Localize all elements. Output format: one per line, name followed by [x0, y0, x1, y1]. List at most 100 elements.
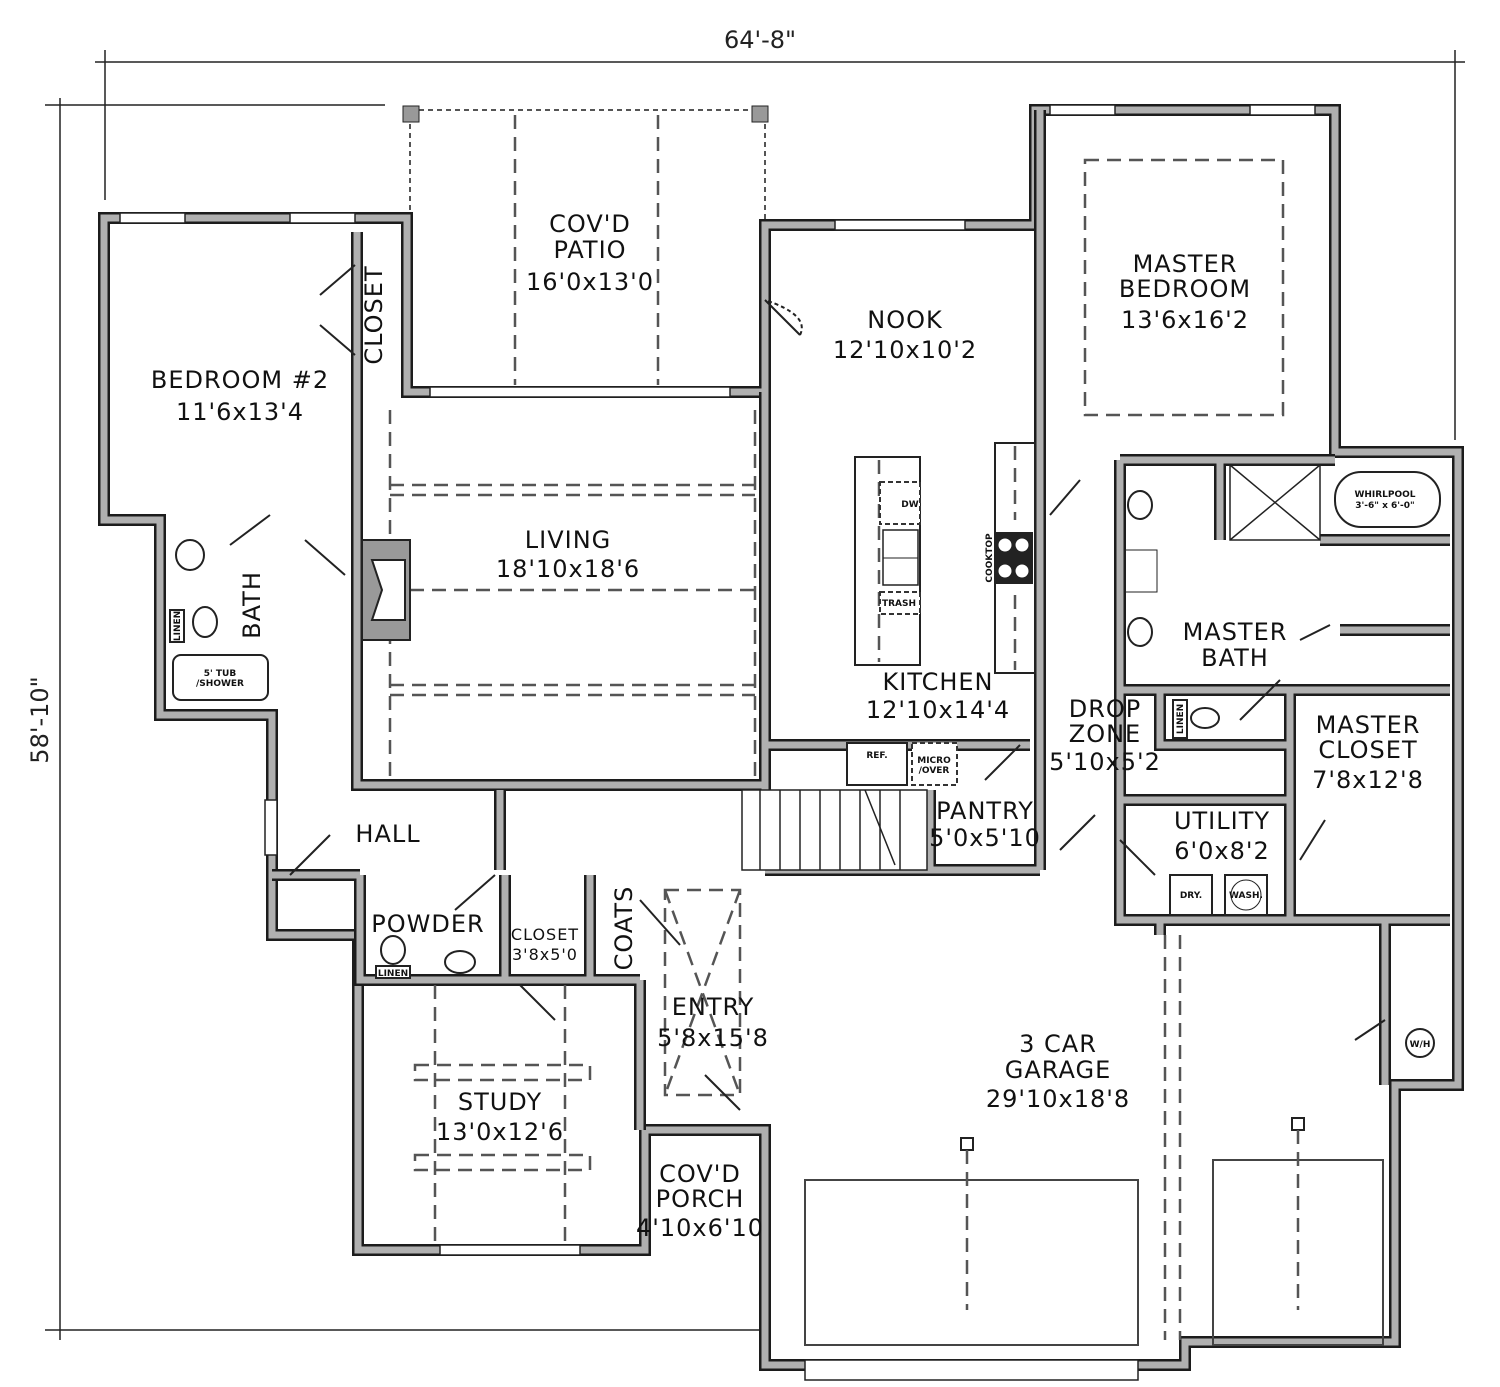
washer	[1224, 874, 1268, 916]
svg-text:5'10x5'2: 5'10x5'2	[1049, 748, 1161, 776]
svg-text:COV'D: COV'D	[549, 210, 631, 238]
microwave-oven	[911, 742, 958, 786]
room-utility: UTILITY 6'0x8'2	[1174, 807, 1270, 865]
svg-text:4'10x6'10: 4'10x6'10	[636, 1214, 764, 1242]
whirlpool-tub	[1334, 471, 1441, 528]
linen-label-bath: LINEN	[173, 611, 183, 641]
svg-text:18'10x18'6: 18'10x18'6	[496, 555, 640, 583]
tub-label: 5' TUB	[204, 669, 237, 679]
refrigerator	[846, 742, 908, 786]
svg-text:DROP: DROP	[1069, 695, 1142, 723]
svg-text:12'10x14'4: 12'10x14'4	[866, 696, 1010, 724]
linen-cabinet	[1172, 699, 1188, 739]
whirlpool-label: WHIRLPOOL	[1354, 490, 1415, 500]
svg-text:CLOSET: CLOSET	[511, 925, 579, 944]
svg-text:13'6x16'2: 13'6x16'2	[1121, 306, 1249, 334]
doors[interactable]	[229, 264, 1386, 1111]
room-hall: HALL	[355, 820, 420, 848]
room-study: STUDY 13'0x12'6	[436, 1088, 564, 1146]
svg-text:POWDER: POWDER	[371, 910, 484, 938]
svg-text:16'0x13'0: 16'0x13'0	[526, 268, 654, 296]
svg-text:5'8x15'8: 5'8x15'8	[657, 1024, 769, 1052]
kitchen-island	[854, 456, 921, 666]
room-powder: POWDER	[371, 910, 484, 938]
svg-text:11'6x13'4: 11'6x13'4	[176, 398, 304, 426]
cooktop-label: COOKTOP	[985, 533, 995, 583]
svg-text:7'8x12'8: 7'8x12'8	[1312, 766, 1424, 794]
refrigerator-label: REF.	[866, 751, 887, 761]
svg-text:13'0x12'6: 13'0x12'6	[436, 1118, 564, 1146]
cooktop-icon	[995, 532, 1033, 584]
svg-text:PANTRY: PANTRY	[936, 797, 1034, 825]
linen-cabinet	[375, 965, 411, 979]
room-patio: COV'D PATIO 16'0x13'0	[526, 210, 654, 296]
dryer	[1169, 874, 1213, 916]
svg-text:ENTRY: ENTRY	[672, 993, 755, 1021]
room-bedroom-2: BEDROOM #2 11'6x13'4	[151, 366, 329, 426]
room-master-bedroom: MASTER BEDROOM 13'6x16'2	[1119, 250, 1251, 334]
svg-text:6'0x8'2: 6'0x8'2	[1174, 837, 1269, 865]
linen-cabinet	[169, 609, 185, 643]
trash-label: TRASH	[882, 599, 916, 609]
room-master-closet: MASTER CLOSET 7'8x12'8	[1312, 711, 1424, 794]
water-heater-label: W/H	[1410, 1040, 1431, 1050]
oven-label: /OVER	[919, 766, 950, 776]
coats-label: COATS	[610, 886, 638, 971]
svg-text:MASTER: MASTER	[1183, 618, 1288, 646]
stairs	[741, 789, 928, 871]
svg-text:KITCHEN: KITCHEN	[883, 668, 994, 696]
washer-label: WASH.	[1229, 891, 1263, 901]
tub-shower	[172, 654, 269, 701]
svg-text:PORCH: PORCH	[656, 1185, 745, 1213]
svg-text:PATIO: PATIO	[553, 236, 626, 264]
dryer-label: DRY.	[1180, 891, 1202, 901]
toilets	[192, 606, 1220, 965]
svg-text:LIVING: LIVING	[525, 526, 612, 554]
room-drop-zone: DROP ZONE 5'10x5'2	[1049, 695, 1161, 776]
svg-text:12'10x10'2: 12'10x10'2	[833, 336, 977, 364]
svg-text:ZONE: ZONE	[1069, 720, 1141, 748]
svg-text:NOOK: NOOK	[867, 306, 943, 334]
room-master-bath: MASTER BATH	[1183, 618, 1288, 672]
room-entry: ENTRY 5'8x15'8	[657, 993, 769, 1052]
shower	[1229, 464, 1321, 541]
garage-doors	[804, 1117, 1384, 1346]
svg-text:5'0x5'10: 5'0x5'10	[929, 824, 1041, 852]
svg-text:COV'D: COV'D	[659, 1160, 741, 1188]
svg-text:HALL: HALL	[355, 820, 420, 848]
fireplace	[361, 539, 411, 641]
shower-label: /SHOWER	[196, 679, 244, 689]
water-heater	[1405, 1028, 1435, 1058]
svg-text:3 CAR: 3 CAR	[1019, 1030, 1097, 1058]
room-closet: CLOSET 3'8x5'0	[511, 925, 579, 964]
svg-text:MASTER: MASTER	[1133, 250, 1238, 278]
windows	[119, 104, 1316, 1381]
microwave-label: MICRO	[917, 756, 951, 766]
width-dimension: 64'-8"	[724, 26, 796, 54]
linen-label-master: LINEN	[1176, 704, 1186, 734]
svg-text:GARAGE: GARAGE	[1005, 1056, 1111, 1084]
svg-text:MASTER: MASTER	[1316, 711, 1421, 739]
room-porch: COV'D PORCH 4'10x6'10	[636, 1160, 764, 1242]
room-nook: NOOK 12'10x10'2	[833, 306, 977, 364]
svg-text:BATH: BATH	[1201, 644, 1269, 672]
room-living: LIVING 18'10x18'6	[496, 526, 640, 583]
depth-dimension: 58'-10"	[26, 676, 54, 763]
linen-label-powder: LINEN	[378, 969, 408, 979]
ceiling-details	[388, 158, 1285, 1340]
room-pantry: PANTRY 5'0x5'10	[929, 797, 1041, 852]
whirlpool-size: 3'-6" x 6'-0"	[1355, 501, 1414, 511]
svg-text:UTILITY: UTILITY	[1174, 807, 1270, 835]
sinks	[175, 490, 1158, 974]
bedroom-closet-label: CLOSET	[360, 265, 388, 364]
exterior-walls	[98, 104, 1464, 1371]
svg-text:29'10x18'8: 29'10x18'8	[986, 1085, 1130, 1113]
svg-text:STUDY: STUDY	[458, 1088, 542, 1116]
svg-text:BEDROOM: BEDROOM	[1119, 275, 1251, 303]
bath-label: BATH	[238, 571, 266, 639]
room-garage: 3 CAR GARAGE 29'10x18'8	[986, 1030, 1130, 1113]
dimension-lines	[45, 50, 1465, 1340]
svg-text:BEDROOM #2: BEDROOM #2	[151, 366, 329, 394]
dishwasher-label: DW	[901, 500, 918, 510]
